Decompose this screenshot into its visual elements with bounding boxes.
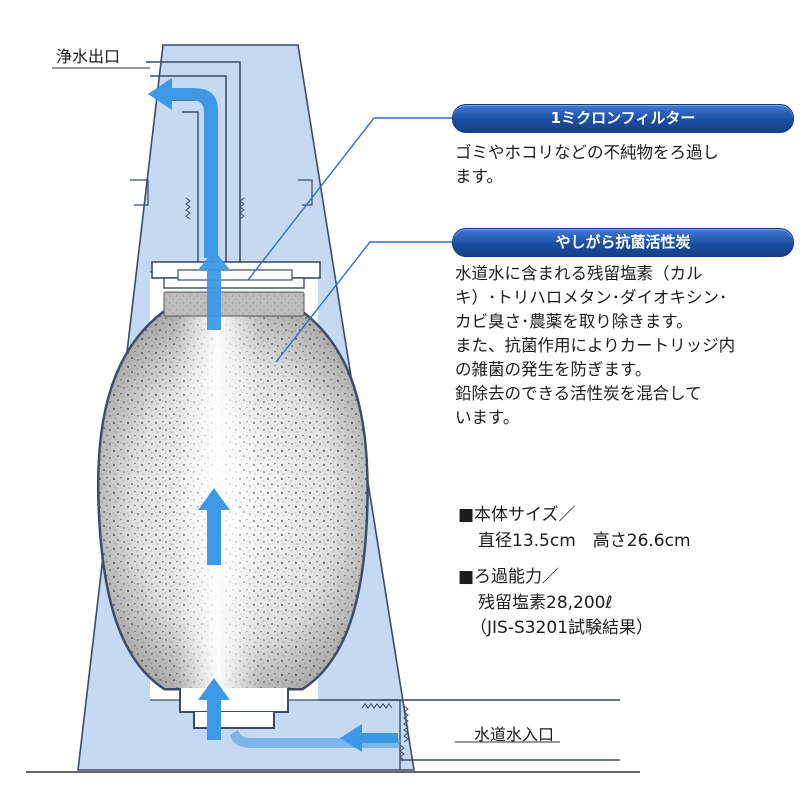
capacity-spec-title: ■ろ過能力／ [458, 567, 560, 587]
carbon-line-4: また、抗菌作用によりカートリッジ内 [455, 336, 736, 355]
carbon-badge: やしがら抗菌活性炭 [452, 228, 794, 257]
outlet-label: 浄水出口 [56, 47, 121, 66]
carbon-line-5: の雑菌の発生を防ぎます。 [455, 360, 652, 379]
size-spec-value: 直径13.5cm 高さ26.6cm [478, 531, 691, 551]
carbon-line-1: 水道水に含まれる残留塩素（カル [455, 264, 703, 283]
micron-filter-line-2: ます。 [455, 167, 503, 186]
carbon-line-3: カビ臭さ･農薬を取り除きます。 [455, 312, 693, 331]
inlet-label: 水道水入口 [474, 725, 555, 744]
micron-filter-line-1: ゴミやホコリなどの不純物をろ過し [455, 143, 719, 162]
carbon-line-2: キ）･トリハロメタン･ダイオキシン･ [455, 288, 728, 307]
carbon-line-6: 鉛除去のできる活性炭を混合して [455, 384, 702, 403]
size-spec-title: ■本体サイズ／ [458, 505, 576, 525]
callout-lines [247, 117, 452, 363]
capacity-spec-value: 残留塩素28,200ℓ [478, 593, 613, 613]
capacity-spec-note: （JIS-S3201試験結果） [470, 618, 654, 638]
micron-filter-badge: 1ミクロンフィルター [452, 104, 794, 133]
flow-arrows [148, 78, 400, 752]
carbon-line-7: います。 [455, 408, 520, 427]
